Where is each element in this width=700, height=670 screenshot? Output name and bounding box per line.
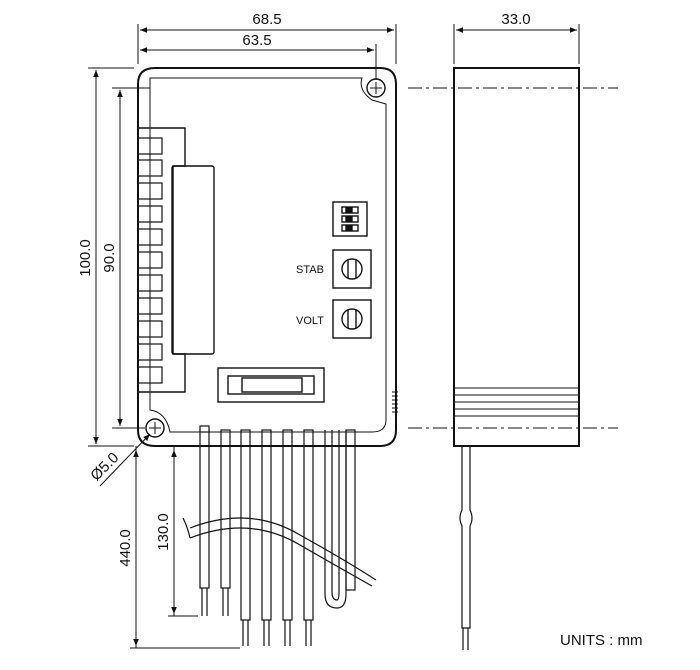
dim-width-overall: 68.5 [252, 11, 281, 28]
mounting-hole-top [366, 78, 386, 98]
module-outline [137, 67, 397, 447]
edge-ridges [392, 391, 398, 413]
relay-component [171, 165, 215, 355]
side-body [453, 67, 580, 447]
dip-switch[interactable] [332, 201, 368, 237]
lead-wires [199, 425, 356, 646]
dim-height-holes: 90.0 [101, 243, 118, 272]
stab-trimmer[interactable] [332, 249, 372, 289]
units-label: UNITS : mm [560, 632, 643, 649]
mounting-hole-bottom [145, 418, 165, 438]
volt-label: VOLT [296, 315, 324, 327]
dim-width-holes: 63.5 [242, 32, 271, 49]
side-view [453, 67, 580, 650]
wire-bundle [182, 517, 377, 587]
dim-depth: 33.0 [501, 11, 530, 28]
dim-lead-short: 130.0 [155, 513, 172, 551]
dim-lead-long: 440.0 [117, 529, 134, 567]
inner-outline [149, 77, 387, 433]
stab-label: STAB [296, 264, 324, 276]
dimension-lines [88, 24, 580, 649]
dim-hole-diameter: Ø5.0 [87, 449, 122, 484]
terminal-block [138, 127, 186, 393]
connector-housing [217, 367, 325, 403]
terminal-cells [137, 137, 163, 384]
front-view [137, 67, 398, 447]
volt-trimmer[interactable] [332, 299, 372, 339]
center-lines [408, 87, 618, 429]
dim-height-overall: 100.0 [77, 239, 94, 277]
